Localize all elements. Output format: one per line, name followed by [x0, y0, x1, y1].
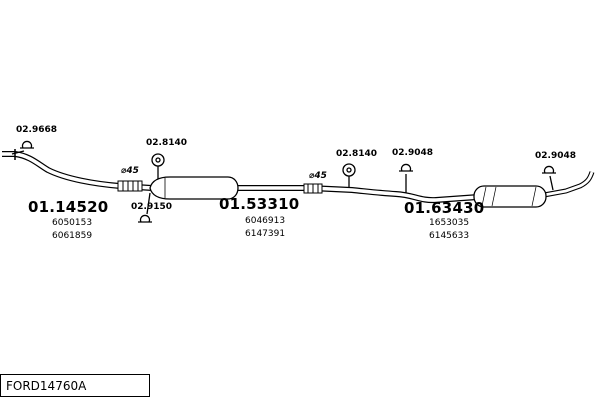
section-2-part-number-2: 6147391	[245, 229, 286, 239]
hanger-icon-2	[342, 163, 356, 188]
section-1-part-number-2: 6061859	[52, 231, 93, 241]
hanger-1-code: 02.8140	[146, 138, 187, 148]
diameter-label-1: ⌀45	[121, 166, 139, 176]
front-muffler	[149, 176, 239, 200]
section-3-code: 01.63430	[404, 199, 485, 217]
clamp-icon-3	[399, 163, 413, 193]
diameter-label-2: ⌀45	[309, 171, 327, 181]
clamp-icon-2	[138, 192, 152, 223]
flex-joint-mid	[303, 183, 323, 194]
hanger-icon-1	[151, 153, 165, 179]
section-2-part-number-1: 6046913	[245, 216, 286, 226]
section-1-code: 01.14520	[28, 198, 109, 216]
section-2-code: 01.53310	[219, 195, 300, 213]
clamp-icon-1	[11, 140, 34, 155]
rear-muffler	[473, 185, 547, 208]
section-3-part-number-1: 1653035	[429, 218, 470, 228]
flex-joint-front	[117, 180, 143, 192]
pipe-runs	[2, 151, 595, 204]
catalog-code-box: FORD14760A	[0, 374, 150, 397]
clamp-icon-4	[542, 165, 556, 191]
clamp-2-code: 02.9150	[131, 202, 172, 212]
clamp-1-code: 02.9668	[16, 125, 57, 135]
catalog-code: FORD14760A	[6, 378, 87, 393]
section-1-part-number-1: 6050153	[52, 218, 93, 228]
hanger-2-code: 02.8140	[336, 149, 377, 159]
clamp-3-code: 02.9048	[392, 148, 433, 158]
clamp-4-code: 02.9048	[535, 151, 576, 161]
section-3-part-number-2: 6145633	[429, 231, 470, 241]
